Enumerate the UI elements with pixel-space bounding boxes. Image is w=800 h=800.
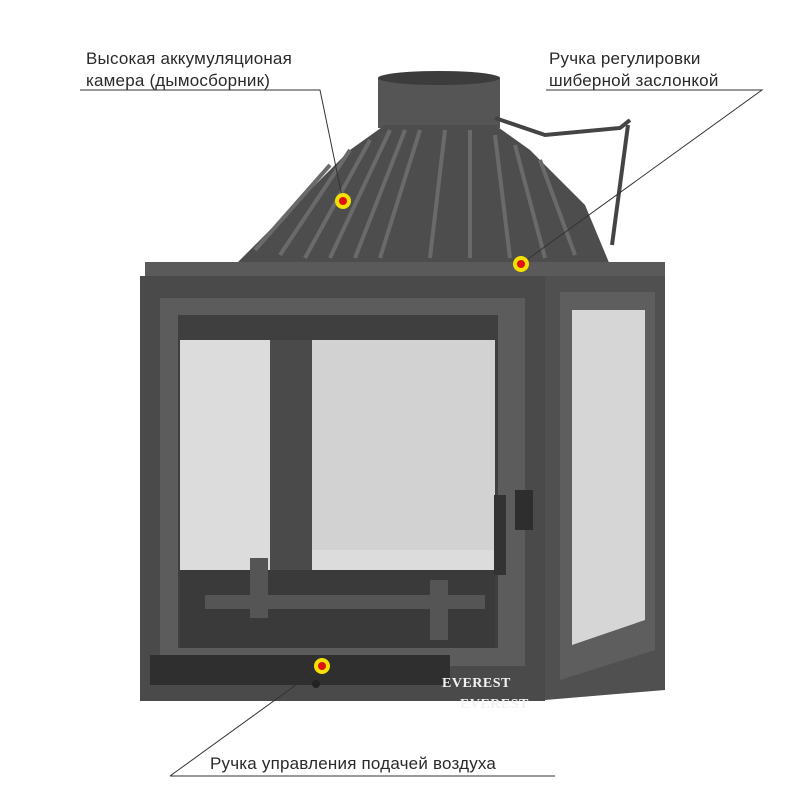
brand-logo-plate: EVEREST bbox=[460, 697, 529, 712]
brand-logo: EVEREST bbox=[442, 676, 511, 691]
annotation-air-control: Ручка управления подачей воздуха bbox=[210, 754, 497, 773]
annotation-smoke-chamber-line1: Высокая аккумуляционая bbox=[86, 49, 292, 68]
marker-air-control bbox=[314, 658, 330, 674]
front-door bbox=[140, 276, 545, 701]
leader-lines bbox=[80, 89, 764, 777]
door-handle bbox=[494, 495, 506, 575]
chimney-pipe bbox=[378, 71, 500, 128]
damper-handle-rod bbox=[494, 116, 632, 246]
marker-damper-handle bbox=[513, 256, 529, 272]
annotation-damper-line2: шиберной заслонкой bbox=[549, 71, 719, 90]
ash-drawer bbox=[150, 655, 450, 685]
annotation-damper-line1: Ручка регулировки bbox=[549, 49, 701, 68]
marker-smoke-chamber bbox=[335, 193, 351, 209]
annotation-smoke-chamber-line2: камера (дымосборник) bbox=[86, 71, 271, 90]
side-panel bbox=[545, 276, 665, 700]
smoke-chamber-hood bbox=[235, 125, 610, 265]
top-plate bbox=[145, 262, 665, 278]
air-control-knob bbox=[312, 680, 320, 688]
